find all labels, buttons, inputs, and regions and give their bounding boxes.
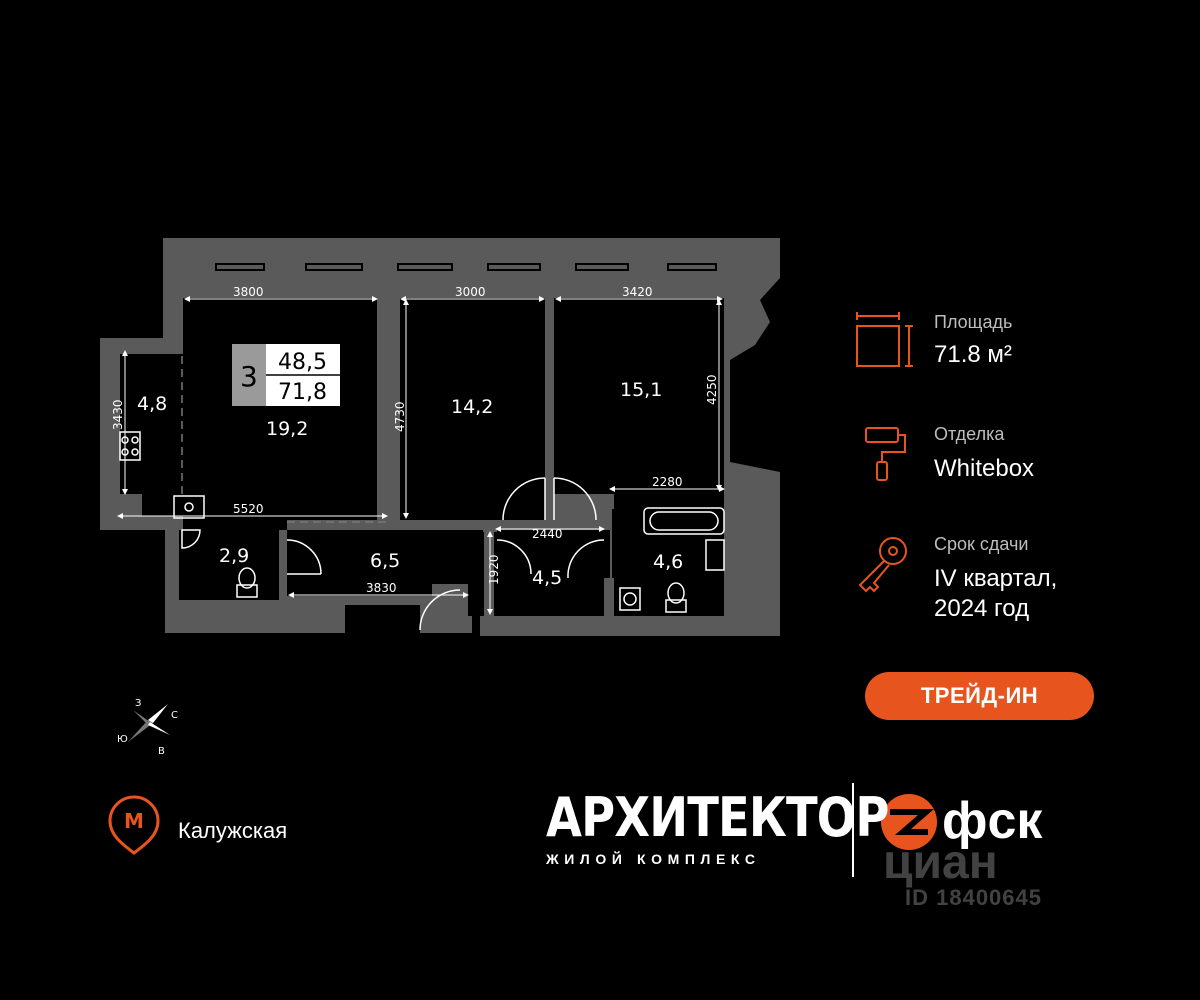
dim-1920: 1920: [487, 554, 501, 585]
dim-2440: 2440: [532, 527, 563, 541]
badge-rooms: 3: [240, 360, 258, 393]
area-badge: 3 48,5 71,8: [232, 344, 340, 406]
fsk-logo-icon: [881, 794, 937, 850]
dim-3830: 3830: [366, 581, 397, 595]
room-kitchen-area: 4,8: [137, 393, 167, 415]
badge-total-area: 71,8: [278, 380, 327, 405]
room-voids: [120, 298, 724, 616]
trade-in-button[interactable]: ТРЕЙД-ИН: [865, 672, 1094, 720]
developer-name: фск: [942, 792, 1043, 850]
room-wc-area: 2,9: [219, 545, 249, 567]
compass-s: Ю: [117, 734, 128, 745]
dim-3800: 3800: [233, 285, 264, 299]
metro-logo-icon: М: [108, 795, 160, 855]
dim-4730: 4730: [393, 401, 407, 432]
area-value: 71.8 м²: [934, 341, 1012, 368]
room-bedroom1-area: 14,2: [451, 396, 493, 418]
area-icon: [856, 312, 913, 367]
dim-3430: 3430: [111, 399, 125, 430]
compass-w: З: [135, 698, 141, 709]
area-label: Площадь: [934, 312, 1013, 332]
deadline-label: Срок сдачи: [934, 534, 1029, 554]
dim-2280: 2280: [652, 475, 683, 489]
partitions: [279, 298, 614, 616]
dim-3420: 3420: [622, 285, 653, 299]
paint-roller-icon: [865, 427, 906, 481]
key-icon: [858, 537, 907, 593]
room-hall-area: 6,5: [370, 550, 400, 572]
logo-divider: [852, 783, 854, 877]
dim-4250: 4250: [705, 374, 719, 405]
metro-station: Калужская: [178, 818, 288, 843]
metro-letter: М: [124, 809, 144, 833]
dim-5520: 5520: [233, 502, 264, 516]
compass-e: В: [158, 746, 165, 757]
room-corridor-area: 4,5: [532, 567, 562, 589]
brand-subtitle: ЖИЛОЙ КОМПЛЕКС: [546, 851, 761, 867]
deadline-line1: IV квартал,: [934, 565, 1058, 592]
brand-name: АРХИТЕКТОР: [546, 786, 889, 849]
finish-label: Отделка: [934, 424, 1005, 444]
compass-n: С: [171, 710, 178, 721]
dim-3000: 3000: [455, 285, 486, 299]
badge-living-area: 48,5: [278, 350, 327, 375]
doors: [286, 477, 605, 631]
windows: [215, 263, 744, 459]
fixtures: [119, 431, 725, 613]
zone-lines: [181, 356, 387, 523]
room-bedroom2-area: 15,1: [620, 379, 662, 401]
deadline-line2: 2024 год: [934, 595, 1030, 622]
watermark-site: циан: [883, 836, 998, 889]
dimension-lines: [117, 296, 725, 615]
compass-icon: З С Ю В: [117, 698, 178, 757]
watermark-id: ID 18400645: [905, 885, 1042, 910]
room-bath-area: 4,6: [653, 551, 683, 573]
room-living-area: 19,2: [266, 418, 308, 440]
finish-value: Whitebox: [934, 455, 1035, 482]
